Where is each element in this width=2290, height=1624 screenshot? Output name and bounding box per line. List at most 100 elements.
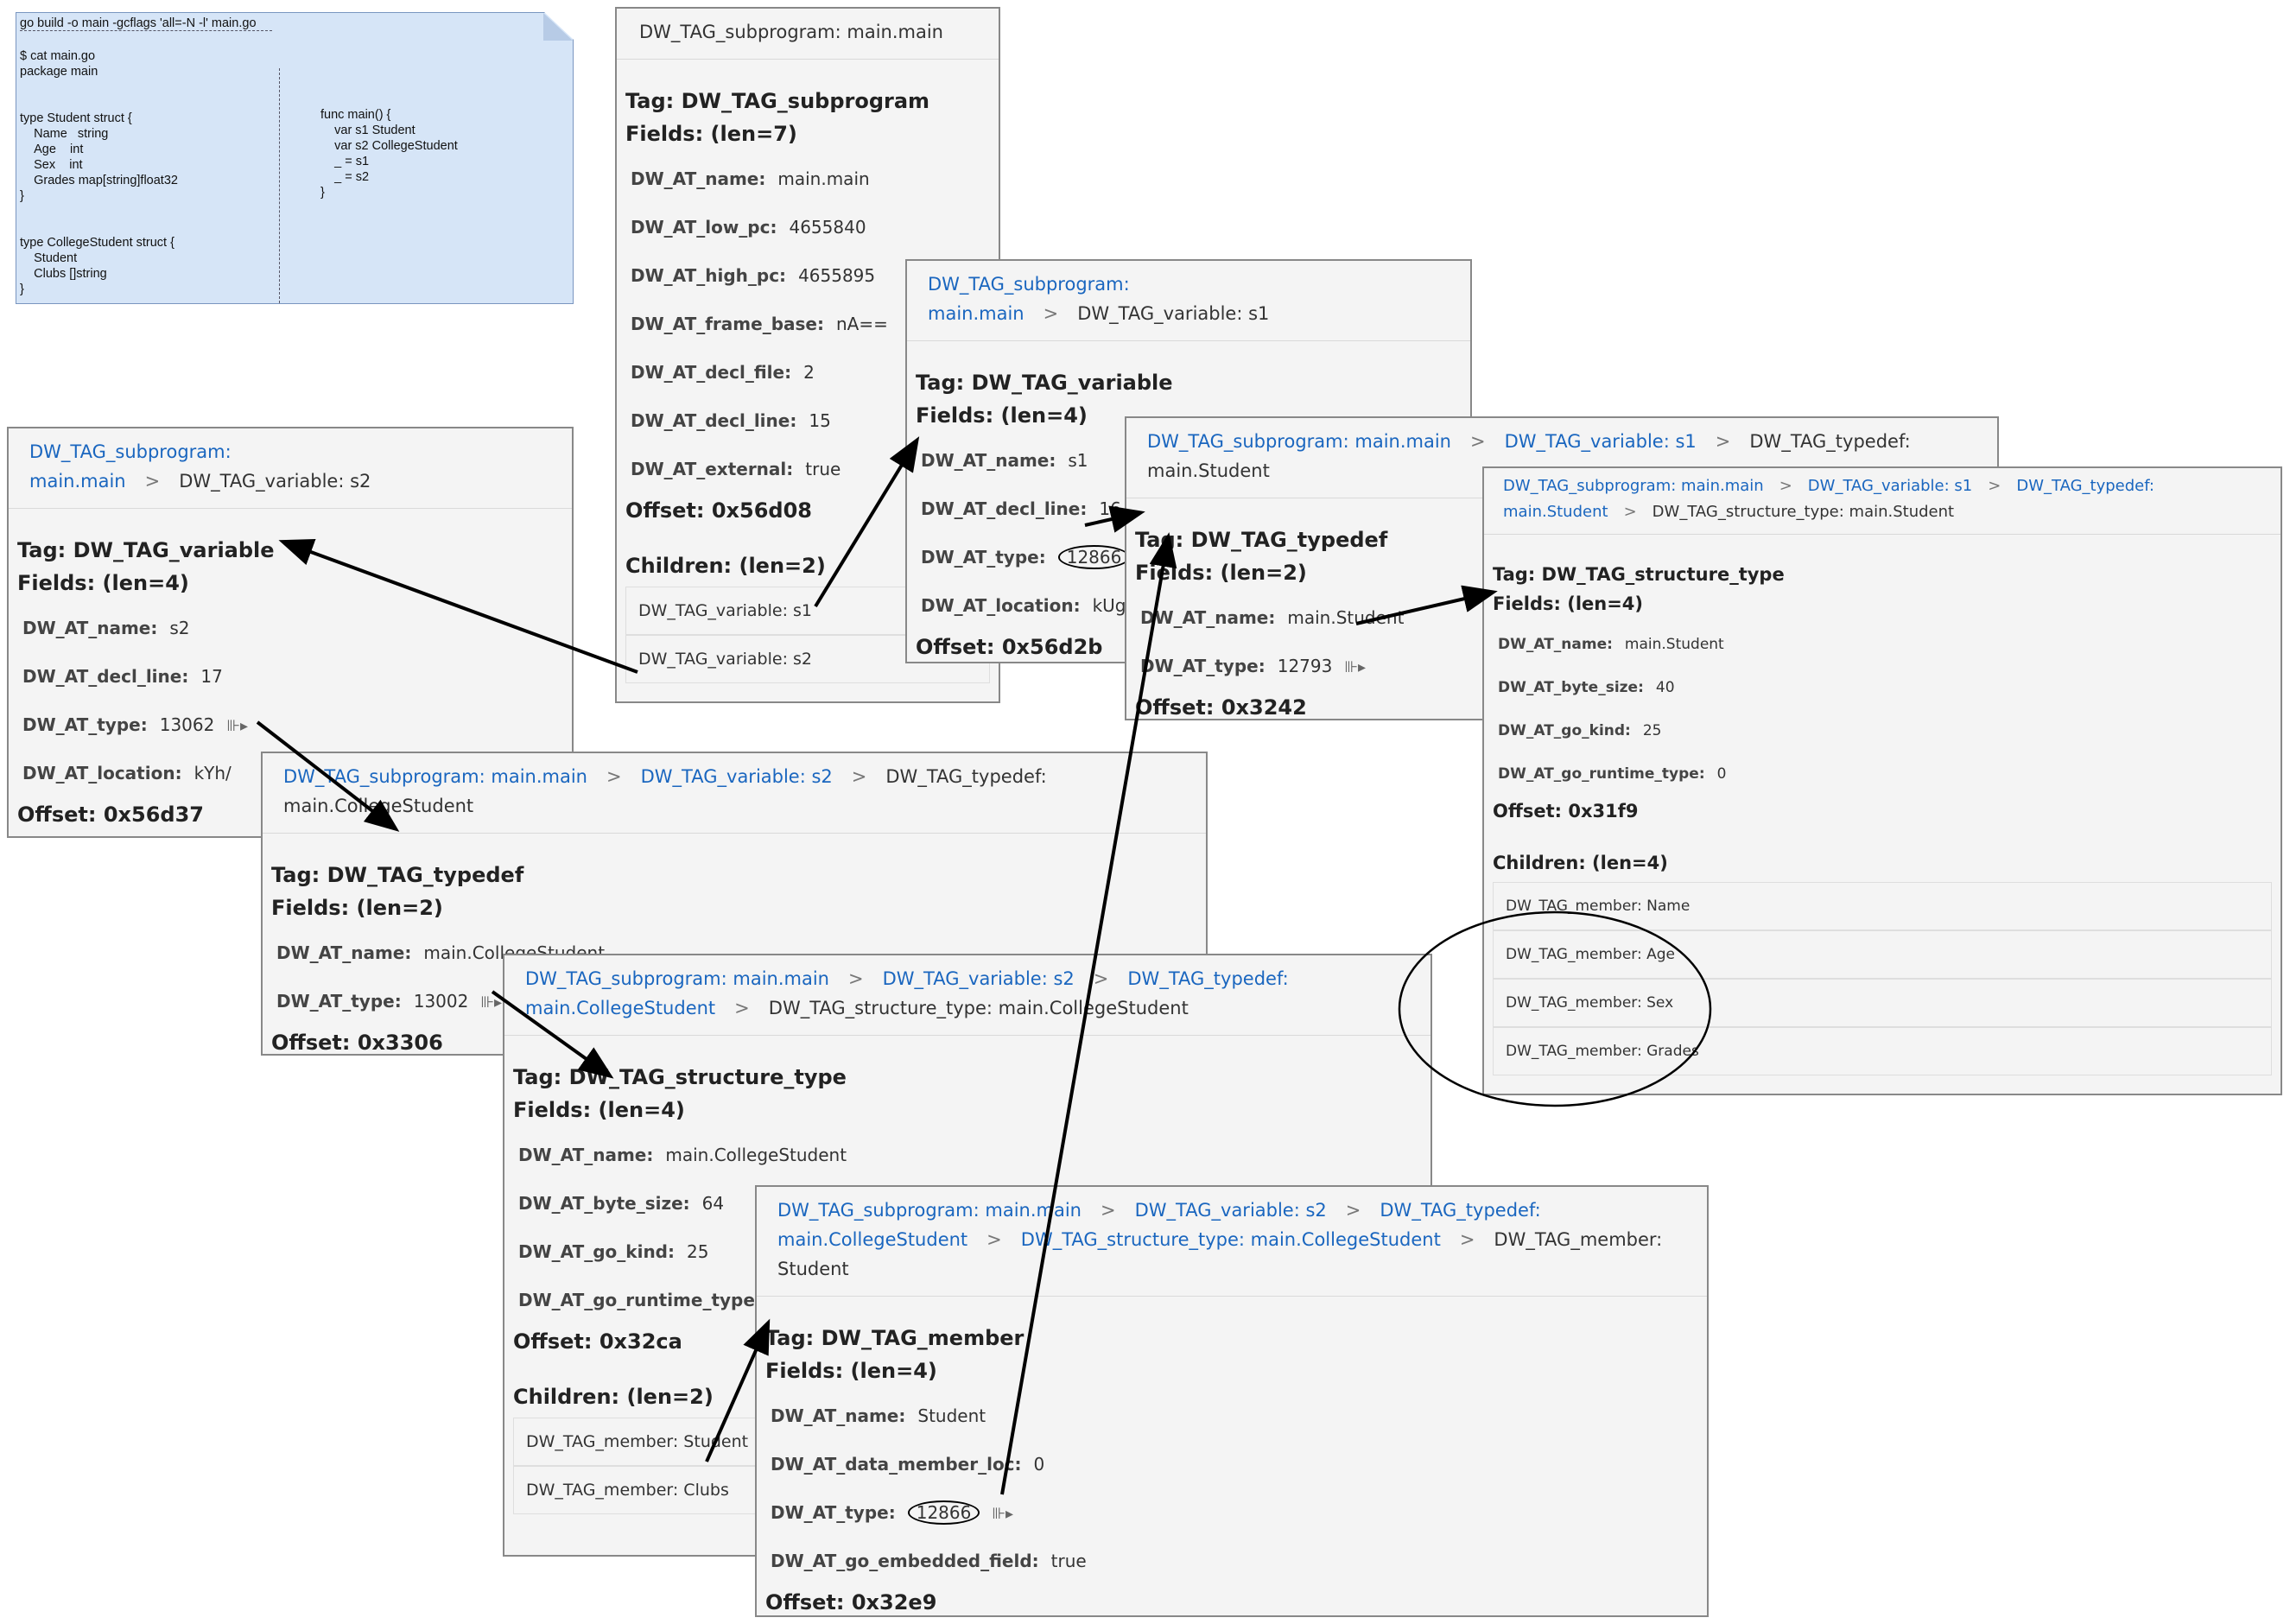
field-row: DW_AT_decl_file: 2 xyxy=(631,348,999,396)
field-key: DW_AT_name: xyxy=(631,168,766,189)
breadcrumb-separator: > xyxy=(734,998,750,1018)
offset-label: Offset: 0x3306 xyxy=(271,1031,443,1055)
breadcrumb-link[interactable]: DW_TAG_variable: s2 xyxy=(1134,1200,1327,1221)
offset-label: Offset: 0x32ca xyxy=(513,1329,682,1354)
offset-label: Offset: 0x56d08 xyxy=(625,498,812,523)
child-item[interactable]: DW_TAG_member: Sex xyxy=(1493,979,2272,1027)
tag-title: Tag: DW_TAG_typedef xyxy=(271,863,524,887)
field-key: DW_AT_name: xyxy=(1140,607,1276,628)
fields-count: Fields: (len=4) xyxy=(1493,593,1644,614)
breadcrumb-separator: > xyxy=(1988,477,2001,495)
field-value: kYh/ xyxy=(193,763,232,783)
field-key: DW_AT_go_runtime_type: xyxy=(1498,765,1705,783)
fields-count: Fields: (len=2) xyxy=(271,896,443,920)
field-key: DW_AT_location: xyxy=(22,763,182,783)
field-value: 25 xyxy=(1642,722,1662,739)
field-value: main.Student xyxy=(1287,607,1405,628)
breadcrumb-separator: > xyxy=(848,968,864,989)
breadcrumb: DW_TAG_subprogram: main.main>DW_TAG_vari… xyxy=(907,261,1470,341)
field-value: main.Student xyxy=(1624,636,1724,653)
field-value: 4655840 xyxy=(789,217,866,238)
field-key: DW_AT_byte_size: xyxy=(1498,679,1644,696)
field-value: s1 xyxy=(1068,450,1088,471)
field-key: DW_AT_name: xyxy=(22,618,158,638)
field-key: DW_AT_decl_line: xyxy=(22,666,189,687)
breadcrumb-link[interactable]: DW_TAG_structure_type: main.CollegeStude… xyxy=(1020,1229,1441,1250)
field-value: 2 xyxy=(803,362,815,383)
tag-title: Tag: DW_TAG_typedef xyxy=(1135,528,1388,552)
field-value[interactable]: 12793 xyxy=(1277,656,1333,676)
field-value[interactable]: 12866 xyxy=(1057,545,1131,569)
field-value[interactable]: 13062 xyxy=(159,714,215,735)
breadcrumb-separator: > xyxy=(1459,1229,1475,1250)
breadcrumb: DW_TAG_subprogram: main.main > DW_TAG_vari… xyxy=(757,1187,1707,1297)
breadcrumb-link[interactable]: DW_TAG_variable: s1 xyxy=(1807,477,1973,495)
breadcrumb-link[interactable]: DW_TAG_subprogram: main.main xyxy=(777,1200,1082,1221)
tag-title: Tag: DW_TAG_variable xyxy=(17,538,275,562)
offset-label: Offset: 0x56d37 xyxy=(17,802,204,827)
breadcrumb-link[interactable]: DW_TAG_subprogram: main.main xyxy=(1147,431,1451,452)
field-key: DW_AT_decl_file: xyxy=(631,362,792,383)
build-command: go build -o main -gcflags 'all=-N -l' ma… xyxy=(20,16,257,30)
field-key: DW_AT_decl_line: xyxy=(921,498,1088,519)
child-item[interactable]: DW_TAG_member: Age xyxy=(1493,930,2272,979)
navigate-arrow-icon[interactable]: ⊪▸ xyxy=(226,717,249,735)
field-key: DW_AT_location: xyxy=(921,595,1081,616)
field-row: DW_AT_name:main.main xyxy=(631,155,999,203)
note-divider xyxy=(20,30,272,31)
breadcrumb-separator: > xyxy=(1715,431,1731,452)
navigate-arrow-icon[interactable]: ⊪▸ xyxy=(1344,658,1367,676)
breadcrumb-current: DW_TAG_variable: s2 xyxy=(179,471,371,492)
field-value[interactable]: 12866 xyxy=(907,1500,980,1525)
breadcrumb-separator: > xyxy=(1470,431,1486,452)
source-code-note: go build -o main -gcflags 'all=-N -l' ma… xyxy=(16,12,574,304)
breadcrumb-separator: > xyxy=(144,471,161,492)
field-key: DW_AT_go_kind: xyxy=(518,1241,675,1262)
field-key: DW_AT_type: xyxy=(22,714,148,735)
field-row: DW_AT_high_pc:4655895 xyxy=(631,251,999,300)
navigate-arrow-icon[interactable]: ⊪▸ xyxy=(992,1505,1014,1523)
children-count: Children: (len=2) xyxy=(625,554,826,578)
breadcrumb-separator: > xyxy=(851,766,867,787)
field-key: DW_AT_high_pc: xyxy=(631,265,787,286)
breadcrumb-link[interactable]: DW_TAG_subprogram: main.main xyxy=(928,274,1130,324)
field-key: DW_AT_go_runtime_type: xyxy=(518,1290,762,1310)
field-value: 25 xyxy=(687,1241,709,1262)
breadcrumb-link[interactable]: DW_TAG_variable: s2 xyxy=(640,766,833,787)
field-value: true xyxy=(805,459,841,479)
field-row: DW_AT_location: kYh/ xyxy=(22,749,572,797)
breadcrumb-link[interactable]: DW_TAG_variable: s1 xyxy=(1504,431,1697,452)
breadcrumb-link[interactable]: DW_TAG_variable: s2 xyxy=(882,968,1075,989)
breadcrumb-current: DW_TAG_structure_type: main.Student xyxy=(1652,503,1955,521)
fields-count: Fields: (len=4) xyxy=(765,1359,937,1383)
field-row: DW_AT_name:s1 xyxy=(921,436,1470,485)
child-item[interactable]: DW_TAG_member: Name xyxy=(1493,882,2272,930)
field-value: main.CollegeStudent xyxy=(665,1145,847,1165)
fields-count: Fields: (len=4) xyxy=(513,1098,685,1122)
breadcrumb-link[interactable]: DW_TAG_subprogram: main.main xyxy=(525,968,829,989)
breadcrumb-link[interactable]: DW_TAG_typedef: main.CollegeStudent xyxy=(777,1200,1541,1250)
breadcrumb-link[interactable]: DW_TAG_subprogram: main.main xyxy=(29,441,232,492)
field-row: DW_AT_type: 13062 ⊪▸ xyxy=(22,701,572,749)
breadcrumb: DW_TAG_subprogram: main.main> DW_TAG_vari… xyxy=(9,428,572,509)
field-value[interactable]: 13002 xyxy=(413,991,469,1012)
breadcrumb-separator: > xyxy=(986,1229,1002,1250)
package-line: package main xyxy=(20,65,98,79)
tag-title: Tag: DW_TAG_variable xyxy=(916,371,1173,395)
field-row: DW_AT_name:main.Student xyxy=(1498,623,2280,666)
breadcrumb-separator: > xyxy=(1093,968,1109,989)
field-value: Student xyxy=(917,1405,986,1426)
field-row: DW_AT_go_kind: 25 xyxy=(518,1228,1430,1276)
field-row: DW_AT_byte_size:40 xyxy=(1498,666,2280,709)
breadcrumb-link[interactable]: DW_TAG_typedef: main.Student xyxy=(1503,477,2154,521)
field-row: DW_AT_decl_line:15 xyxy=(631,396,999,445)
child-item[interactable]: DW_TAG_member: Grades xyxy=(1493,1027,2272,1075)
breadcrumb-link[interactable]: DW_TAG_subprogram: main.main xyxy=(283,766,587,787)
field-key: DW_AT_type: xyxy=(276,991,402,1012)
breadcrumb-link[interactable]: DW_TAG_subprogram: main.main xyxy=(1503,477,1764,495)
navigate-arrow-icon[interactable]: ⊪▸ xyxy=(480,993,503,1012)
field-value: 16 xyxy=(1099,498,1121,519)
